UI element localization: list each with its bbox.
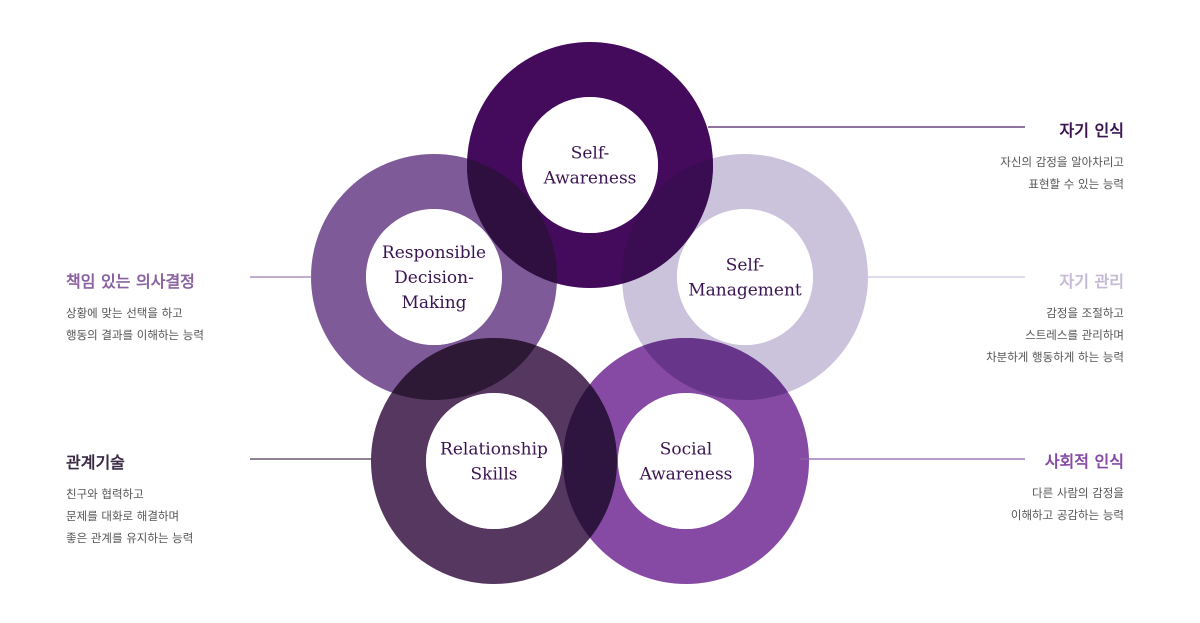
side-desc-line: 좋은 관계를 유지하는 능력 — [66, 531, 194, 545]
side-title-self-awareness: 자기 인식 — [1059, 121, 1124, 140]
side-desc-line: 스트레스를 관리하며 — [1025, 328, 1124, 342]
side-title-social-awareness: 사회적 인식 — [1044, 452, 1124, 471]
side-desc-line: 표현할 수 있는 능력 — [1028, 177, 1124, 191]
side-desc-line: 행동의 결과를 이해하는 능력 — [66, 328, 204, 342]
ring-label-decision-making: Making — [401, 293, 466, 313]
side-block-social-awareness: 사회적 인식 다른 사람의 감정을 이해하고 공감하는 능력 — [1011, 448, 1124, 526]
side-title-relationship-skills: 관계기술 — [66, 453, 125, 472]
ring-overlap — [311, 154, 557, 400]
side-desc-line: 자신의 감정을 알아차리고 — [1000, 155, 1124, 169]
side-block-self-management: 자기 관리 감정을 조절하고 스트레스를 관리하며 차분하게 행동하게 하는 능… — [986, 268, 1124, 368]
ring-center-self-management — [677, 209, 813, 345]
ring-label-self-awareness: Awareness — [543, 169, 637, 189]
side-desc-line: 문제를 대화로 해결하며 — [66, 509, 180, 523]
ring-label-relationship-skills: Relationship — [440, 440, 548, 460]
side-title-self-management: 자기 관리 — [1059, 272, 1124, 291]
side-block-relationship-skills: 관계기술 친구와 협력하고 문제를 대화로 해결하며 좋은 관계를 유지하는 능… — [66, 449, 193, 549]
side-title-decision-making: 책임 있는 의사결정 — [66, 272, 195, 291]
side-desc-line: 상황에 맞는 선택을 하고 — [66, 306, 183, 320]
side-desc-line: 친구와 협력하고 — [66, 487, 144, 501]
side-desc-line: 차분하게 행동하게 하는 능력 — [986, 350, 1124, 364]
side-desc-line: 감정을 조절하고 — [1046, 306, 1124, 320]
ring-label-social-awareness: Awareness — [639, 465, 733, 485]
side-block-decision-making: 책임 있는 의사결정 상황에 맞는 선택을 하고 행동의 결과를 이해하는 능력 — [66, 268, 204, 346]
ring-center-relationship-skills — [426, 393, 562, 529]
ring-label-self-awareness: Self- — [571, 144, 610, 164]
ring-label-relationship-skills: Skills — [471, 465, 518, 485]
ring-label-decision-making: Responsible — [382, 243, 486, 263]
ring-label-self-management: Self- — [726, 256, 765, 276]
ring-center-self-awareness — [522, 97, 658, 233]
ring-label-self-management: Management — [688, 281, 802, 301]
ring-center-decision-making — [366, 209, 502, 345]
side-desc-line: 다른 사람의 감정을 — [1032, 486, 1124, 500]
ring-label-decision-making: Decision- — [394, 268, 474, 288]
side-desc-line: 이해하고 공감하는 능력 — [1010, 508, 1124, 522]
ring-overlap — [467, 42, 713, 288]
ring-label-social-awareness: Social — [660, 440, 712, 460]
side-block-self-awareness: 자기 인식 자신의 감정을 알아차리고 표현할 수 있는 능력 — [1000, 117, 1124, 195]
ring-center-social-awareness — [618, 393, 754, 529]
